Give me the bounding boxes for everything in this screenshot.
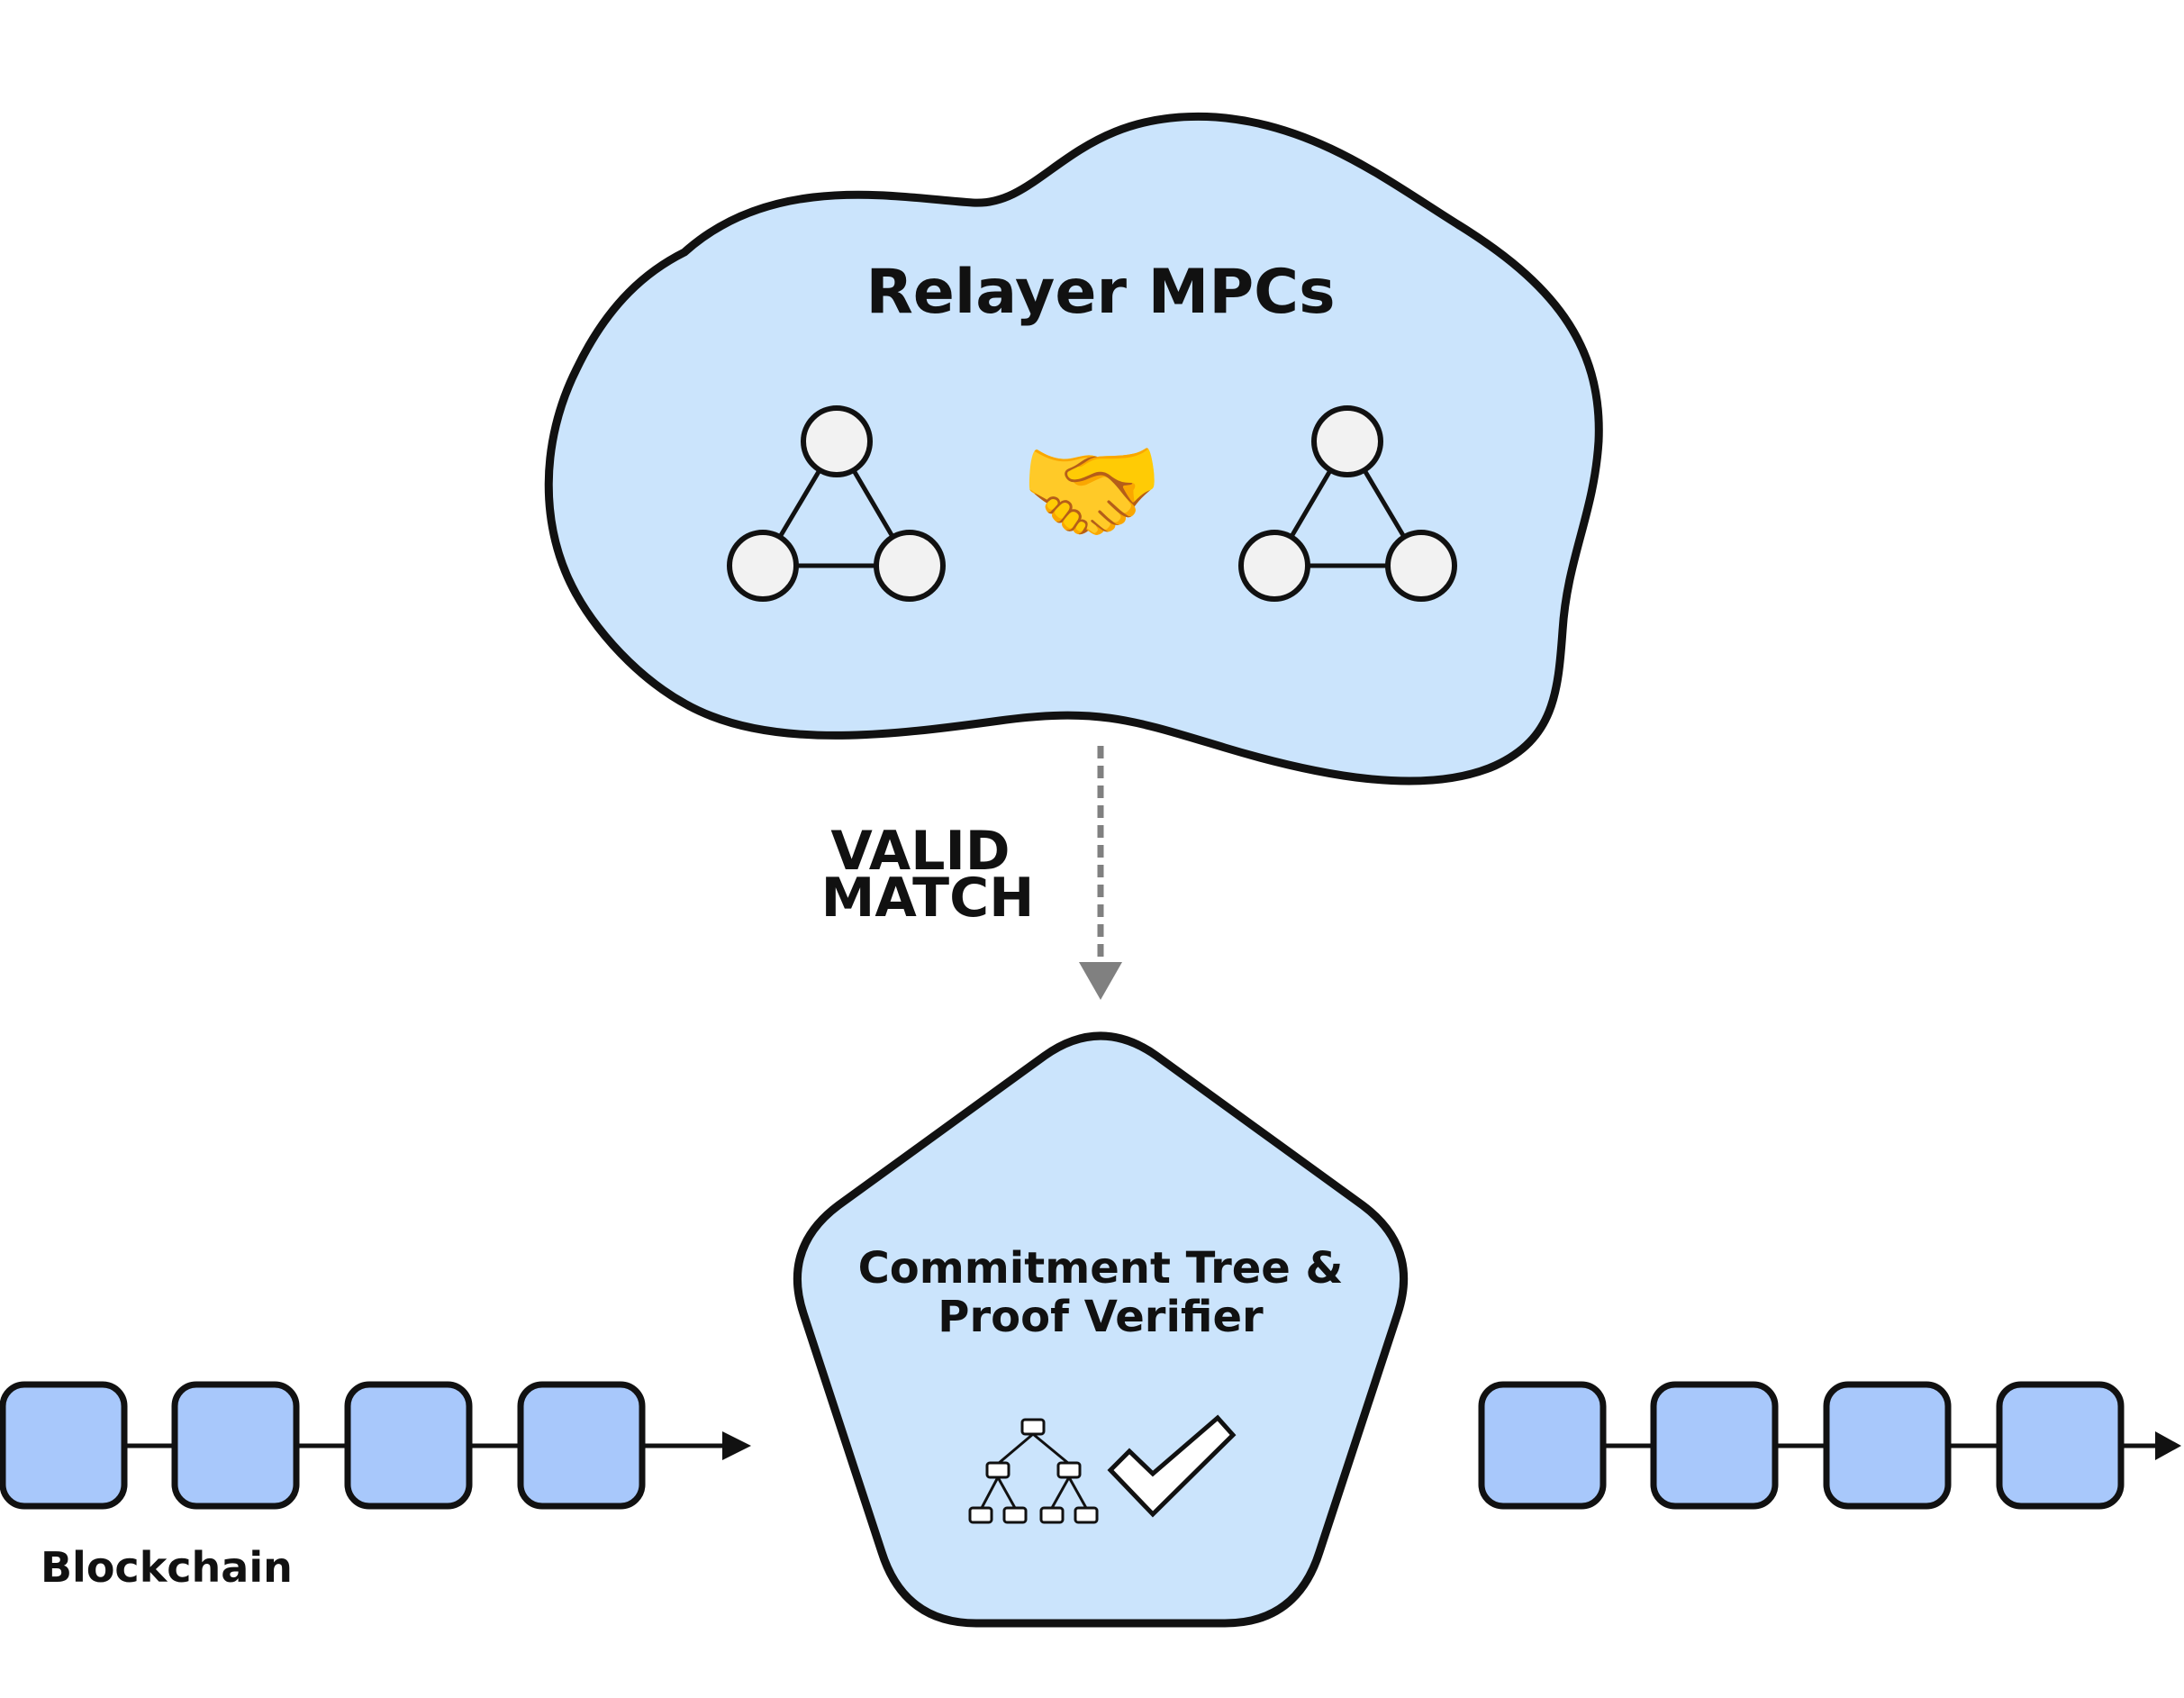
blockchain-label: Blockchain	[41, 1543, 293, 1592]
handshake-icon: 🤝	[1019, 422, 1164, 559]
arrowhead-icon	[1079, 962, 1122, 1000]
block	[1650, 1381, 1779, 1510]
mpc-node	[1311, 405, 1383, 477]
mpc-cluster-left	[727, 405, 946, 602]
blockchain-right	[1478, 1381, 2181, 1510]
relayer-title: Relayer MPCs	[865, 257, 1335, 328]
verifier-title-line1: Commitment Tree &	[858, 1243, 1344, 1294]
block	[517, 1381, 646, 1510]
relayer-cloud-shape	[544, 112, 1603, 785]
arrow-label-line1: VALID	[830, 820, 1010, 883]
chain-arrowhead-icon	[722, 1431, 751, 1460]
mpc-node	[1238, 530, 1310, 602]
arrow-label-line2: MATCH	[821, 867, 1035, 930]
chain-arrowhead-icon	[2155, 1431, 2181, 1460]
verifier-title-line2: Proof Verifier	[938, 1292, 1264, 1342]
block	[1478, 1381, 1607, 1510]
mpc-cluster-right	[1238, 405, 1457, 602]
block	[171, 1381, 300, 1510]
merkle-tree-icon	[968, 1418, 1099, 1524]
mpc-node	[727, 530, 799, 602]
blockchain-left	[0, 1381, 751, 1510]
mpc-node	[801, 405, 873, 477]
block	[0, 1381, 128, 1510]
verifier-pentagon-shape	[793, 1031, 1409, 1628]
block	[1996, 1381, 2125, 1510]
mpc-node	[1385, 530, 1457, 602]
mpc-node	[874, 530, 946, 602]
block	[1823, 1381, 1952, 1510]
block	[344, 1381, 473, 1510]
checkmark-icon	[1107, 1414, 1237, 1518]
